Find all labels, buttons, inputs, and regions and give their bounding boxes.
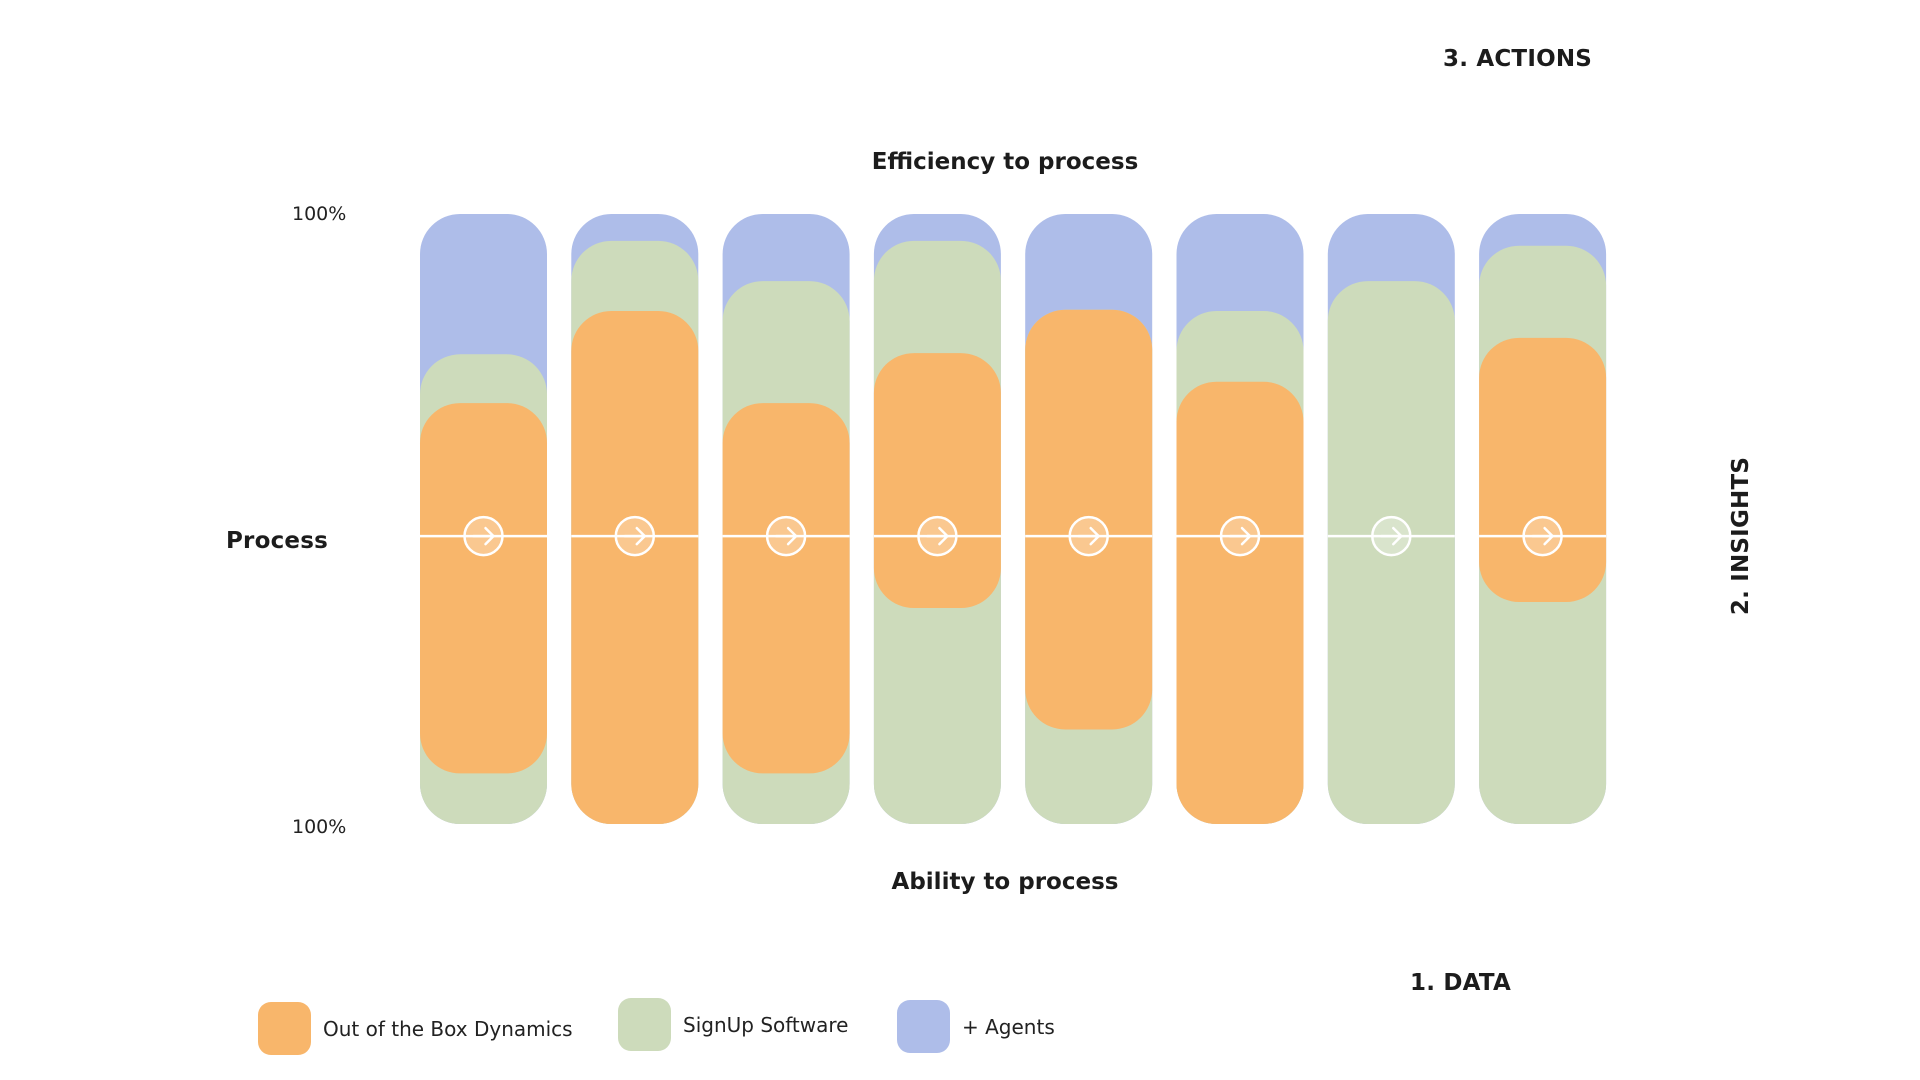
bar-column: [873, 214, 1001, 825]
arrow-right-circle-icon: [1371, 515, 1412, 557]
legend-label-agents: + Agents: [962, 1014, 1055, 1039]
x-axis-label: Ability to process: [891, 869, 1119, 895]
bar-column: [1327, 214, 1455, 825]
y-bottom-tick-label: 100%: [292, 816, 347, 838]
legend-swatch-otb: [258, 1002, 311, 1055]
bar-column: [420, 214, 547, 824]
arrow-right-circle-icon: [1522, 515, 1563, 557]
bar-segment-out-of-the-box-dynamics: [1479, 337, 1607, 602]
legend-label-otb: Out of the Box Dynamics: [323, 1016, 573, 1041]
arrow-right-circle-icon: [1068, 515, 1109, 557]
bar-column: [571, 214, 699, 825]
arrow-right-circle-icon: [765, 515, 807, 557]
bar-segment-out-of-the-box-dynamics: [1176, 381, 1304, 824]
legend-item-agents: + Agents: [897, 1000, 1055, 1053]
arrow-right-circle-icon: [917, 515, 958, 557]
chart-title: Efficiency to process: [871, 149, 1139, 175]
bar-column: [1176, 214, 1304, 824]
legend-swatch-agents: [897, 1000, 950, 1053]
legend-item-otb: Out of the Box Dynamics: [258, 1002, 573, 1055]
legend-swatch-signup: [618, 998, 671, 1051]
y-axis-label: Process: [226, 528, 329, 554]
arrow-right-circle-icon: [614, 515, 656, 557]
bar-segment-signup-software: [1327, 281, 1455, 825]
stage-label-actions: 3. ACTIONS: [1443, 46, 1593, 72]
bar-segment-out-of-the-box-dynamics: [722, 403, 850, 774]
bar-segment-out-of-the-box-dynamics: [571, 310, 699, 824]
arrow-right-circle-icon: [463, 515, 504, 557]
stage-label-data: 1. DATA: [1410, 970, 1511, 996]
bar-column: [722, 214, 850, 825]
legend-item-signup: SignUp Software: [618, 998, 848, 1051]
bar-segment-out-of-the-box-dynamics: [1025, 309, 1153, 730]
bar-column: [1025, 214, 1153, 824]
legend-label-signup: SignUp Software: [683, 1012, 849, 1037]
bar-segment-out-of-the-box-dynamics: [420, 403, 547, 774]
bar-segment-out-of-the-box-dynamics: [873, 353, 1001, 609]
y-top-tick-label: 100%: [292, 203, 347, 225]
arrow-right-circle-icon: [1219, 515, 1261, 557]
